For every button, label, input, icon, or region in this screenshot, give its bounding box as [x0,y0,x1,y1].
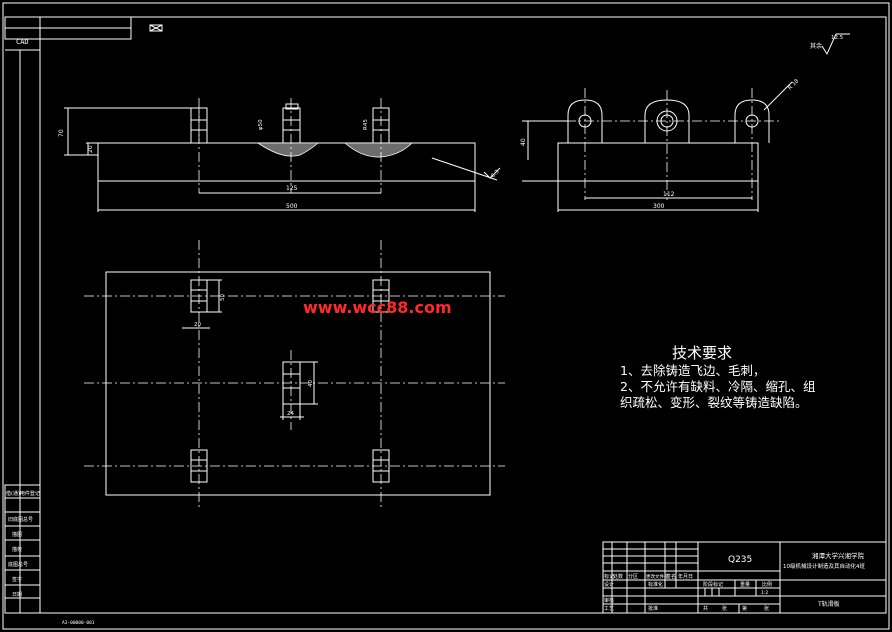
front-view: 70 20 125 500 φ50 R45 6.3 [58,98,501,212]
dim-r18: R 18 [787,78,800,91]
tb-label-mark: 标记 [604,573,614,580]
strip-label-base-total: 底图总号 [8,561,28,568]
tb-label-zone: 分区 [628,573,638,580]
dim-r45: R45 [363,119,369,130]
dim-40: 40 [520,138,527,146]
tech-req-item-1: 1、去除铸造飞边、毛刺， [620,363,765,378]
tb-scale-value: 1:2 [761,590,768,596]
watermark-text: www.wcc88.com [303,298,452,317]
side-view: R 18 40 112 300 [520,78,801,212]
tb-standardize: 标准化 [648,581,663,588]
tb-review: 审核 [604,597,614,604]
tb-label-sign: 签名 [666,573,676,580]
strip-label-date: 日期 [12,592,22,598]
dim-40-top: 40 [308,380,314,387]
svg-text:12.5: 12.5 [831,35,844,41]
tb-drawing-name: T轨滑板 [817,600,840,608]
tb-label-change-doc: 更改文件号 [646,573,669,580]
bottom-drawing-code: A3-00000-001 [62,620,95,626]
dim-300: 300 [653,203,665,210]
top-view-plate [105,271,491,496]
tb-design: 设计 [604,581,614,588]
tb-weight-label: 重量 [740,581,750,588]
top-view: 50 20 40 24 [84,240,505,508]
surface-finish-6-3: 6.3 [490,169,501,180]
sheet-inner-border [39,16,887,614]
tech-req-item-2: 2、不允许有缺料、冷隔、缩孔、组 [620,379,815,394]
dim-50-top: 50 [220,294,226,301]
left-binding-strip: 借(通)用件登记 旧底图总号 描图 描校 底图总号 签字 日期 [4,484,41,614]
dim-500: 500 [286,203,298,210]
title-block: 标记 处数 分区 更改文件号 签名 年月日 设计 标准化 审核 工艺 批准 Q2… [602,541,887,614]
dim-125: 125 [286,185,298,192]
cad-label: CAD [16,38,29,46]
dim-phi50: φ50 [258,119,264,130]
dim-20: 20 [87,145,94,153]
strip-label-trace: 描图 [12,531,22,538]
strip-label-sign: 签字 [12,576,22,583]
svg-text:其余: 其余 [810,42,822,50]
tb-no: 第 [742,605,747,612]
tb-sheets-1: 张 [722,605,727,612]
tb-stage-mark: 阶段标记 [703,581,723,588]
dim-24-top: 24 [287,411,294,417]
tb-school: 湘潭大学兴湘学院 [812,551,865,560]
tb-material: Q235 [728,555,752,565]
dim-70: 70 [58,129,65,137]
side-base-plate [557,142,759,182]
strip-label-old-total: 旧底图总号 [8,516,33,523]
tb-project: 10级机械设计制造及其自动化4班 [783,562,865,570]
tech-req-title: 技术要求 [672,344,732,362]
tb-total: 共 [703,605,708,612]
front-section-hatch-2 [343,142,413,158]
dim-112: 112 [663,191,675,198]
tb-process: 工艺 [604,606,614,612]
roughness-symbol: 其余 12.5 [810,33,850,56]
tb-approve: 批准 [648,605,658,612]
tech-req-item-3: 织疏松、变形、裂纹等铸造缺陷。 [620,395,808,410]
tb-label-count: 处数 [613,573,623,580]
front-section-hatch-1 [256,142,320,157]
strip-label-borrow: 借(通)用件登记 [6,490,40,497]
technical-requirements: 技术要求 1、去除铸造飞边、毛刺， 2、不允许有缺料、冷隔、缩孔、组 织疏松、变… [620,344,815,410]
strip-label-trace-check: 描校 [12,546,22,553]
tb-label-date: 年月日 [678,573,693,580]
dim-20-top: 20 [194,322,201,328]
top-code-box-icon [149,24,163,32]
tb-sheets-2: 张 [764,605,769,612]
tb-scale-label: 比例 [762,581,772,588]
